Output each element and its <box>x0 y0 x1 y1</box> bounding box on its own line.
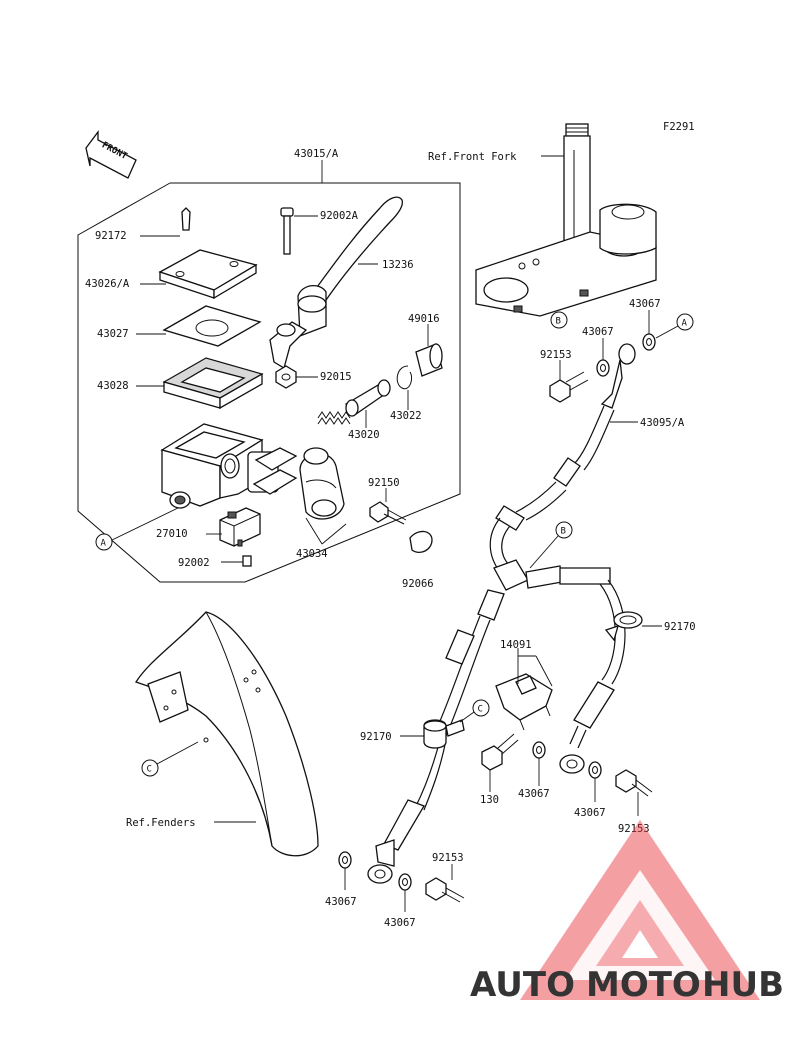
ref-fenders: Ref.Fenders <box>126 817 196 829</box>
label-92153-a: 92153 <box>540 349 572 361</box>
brake-lever <box>269 196 404 369</box>
watermark-moto: MOTO <box>586 965 701 1005</box>
hose-clip-right <box>604 611 643 642</box>
label-43067-f: 43067 <box>384 917 416 929</box>
label-43027: 43027 <box>97 328 129 340</box>
brake-light-switch <box>219 507 261 547</box>
brake-hose-joint <box>477 559 611 621</box>
washer-d <box>588 761 602 779</box>
master-cylinder-body <box>160 423 298 509</box>
label-43022: 43022 <box>390 410 422 422</box>
washer-c <box>532 741 546 759</box>
label-92153-c: 92153 <box>432 852 464 864</box>
washer-e <box>338 851 352 869</box>
washer-f <box>398 873 412 891</box>
label-43095A: 43095/A <box>640 417 685 429</box>
front-arrow-icon: FRONT <box>85 130 137 179</box>
svg-text:C: C <box>147 765 152 775</box>
callout-a-left: A <box>95 533 113 551</box>
label-92172: 92172 <box>95 230 127 242</box>
hose-clip-left <box>423 719 465 749</box>
figure-id: F2291 <box>663 121 695 133</box>
handlebar-clamp <box>299 447 345 520</box>
washer-b <box>596 359 610 377</box>
label-43067-a: 43067 <box>629 298 661 310</box>
label-43026A: 43026/A <box>85 278 130 290</box>
svg-text:C: C <box>478 705 483 715</box>
piston-spring <box>317 411 351 425</box>
label-92015: 92015 <box>320 371 352 383</box>
label-92170-b: 92170 <box>360 731 392 743</box>
banjo-bolt-a <box>549 371 589 403</box>
clamp-bolt <box>369 501 407 525</box>
label-43028: 43028 <box>97 380 129 392</box>
lever-nut <box>275 365 297 389</box>
dust-boot <box>415 343 443 377</box>
label-27010: 27010 <box>156 528 188 540</box>
switch-cover <box>409 530 433 554</box>
label-49016: 49016 <box>408 313 440 325</box>
diaphragm <box>162 357 264 410</box>
ref-front-fork: Ref.Front Fork <box>428 151 517 163</box>
svg-text:B: B <box>561 527 566 537</box>
watermark-hub: HUB <box>702 965 784 1005</box>
label-14091: 14091 <box>500 639 532 651</box>
callout-b-fork: B <box>550 311 568 329</box>
label-92002: 92002 <box>178 557 210 569</box>
reservoir-cap <box>158 207 258 300</box>
front-fender <box>135 611 319 857</box>
washer-a <box>642 333 656 351</box>
label-43067-b: 43067 <box>582 326 614 338</box>
diaphragm-plate <box>162 305 262 347</box>
circlip <box>396 365 413 390</box>
callout-c-fender: C <box>141 759 159 777</box>
label-92066: 92066 <box>402 578 434 590</box>
banjo-bolt-b <box>615 769 653 797</box>
callout-a-right: A <box>676 313 694 331</box>
lower-triple-clamp <box>475 203 657 317</box>
label-92153-b: 92153 <box>618 823 650 835</box>
watermark-auto: AUTO <box>470 965 575 1005</box>
label-43067-d: 43067 <box>574 807 606 819</box>
label-43015A: 43015/A <box>294 148 339 160</box>
label-92002A: 92002A <box>320 210 359 222</box>
brake-hose-right <box>559 579 626 774</box>
piston <box>344 379 391 417</box>
banjo-bolt-c <box>425 877 465 903</box>
svg-text:B: B <box>556 317 561 327</box>
callout-b-hose: B <box>555 521 573 539</box>
label-92150: 92150 <box>368 477 400 489</box>
label-43020: 43020 <box>348 429 380 441</box>
brake-hose-upper <box>489 343 636 573</box>
label-130: 130 <box>480 794 499 806</box>
brake-hose-left <box>367 615 491 884</box>
assembly-box <box>77 182 461 583</box>
switch-screw <box>242 555 252 567</box>
callout-c-hose: C <box>472 699 490 717</box>
hose-bracket <box>495 673 553 731</box>
label-92170-a: 92170 <box>664 621 696 633</box>
svg-text:A: A <box>101 539 107 549</box>
lever-bolt <box>280 207 294 255</box>
label-43067-e: 43067 <box>325 896 357 908</box>
svg-text:A: A <box>682 319 688 329</box>
automotohub-watermark-logo: AUTO MOTO HUB <box>470 820 784 1005</box>
label-43034: 43034 <box>296 548 328 560</box>
bracket-bolt <box>481 733 519 771</box>
label-43067-c: 43067 <box>518 788 550 800</box>
label-13236: 13236 <box>382 259 414 271</box>
